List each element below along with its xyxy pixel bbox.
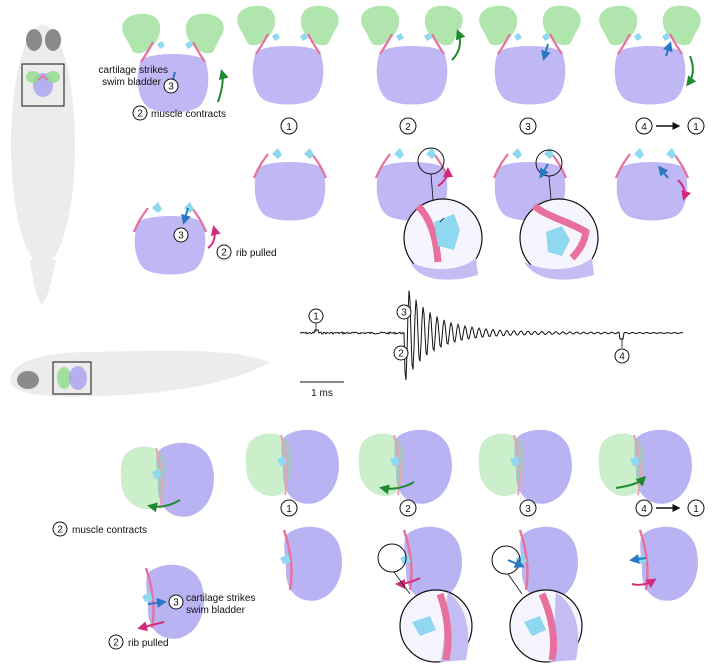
wave-marker-3-text: 3	[401, 308, 407, 319]
latnm4-blue-arrow	[629, 554, 647, 564]
lat4-green-arrow	[615, 475, 647, 489]
latnm4-magenta-arrow	[631, 578, 657, 589]
lateral-frame-2	[357, 428, 453, 505]
step-badge-2	[132, 105, 148, 121]
row2-step-1-repeat-text: 1	[693, 504, 699, 515]
wave-marker-1	[308, 308, 324, 324]
label-cartilage-strikes-1: cartilage strikes	[99, 65, 168, 76]
wave-marker-2-text: 2	[398, 349, 404, 360]
latnm3-blue-arrow	[507, 558, 525, 568]
label-cartilage-strikes-lat-2: swim bladder	[186, 605, 246, 616]
label-cartilage-strikes-2: swim bladder	[102, 77, 162, 88]
row1-step-4-text: 4	[641, 122, 647, 133]
lateral-frame-1	[244, 428, 340, 505]
annot-step-2-text: 2	[221, 248, 227, 259]
lateral-nm-frame-4	[634, 525, 700, 602]
row1-step-3	[519, 117, 537, 135]
lat-step-2-text: 2	[57, 525, 63, 536]
row2-step-4-text: 4	[641, 504, 647, 515]
annot-step-3	[173, 227, 189, 243]
annot-blue-arrow	[181, 207, 191, 225]
dorsal-frame-1	[236, 4, 340, 106]
lateral-nm-frame-2	[398, 525, 464, 602]
step-badge-3-text: 3	[168, 82, 174, 93]
row2-step-1-text: 1	[286, 504, 292, 515]
frame3-blue-arrow	[541, 43, 551, 61]
wave-marker-1-text: 1	[313, 312, 319, 323]
zoom-inset-dorsal-3	[519, 175, 599, 280]
row1-step-2	[399, 117, 417, 135]
row2-step-4	[635, 499, 653, 517]
fish-dorsal-silhouette	[11, 25, 75, 305]
row2-step-1-repeat	[687, 499, 705, 517]
fish-lateral-silhouette	[10, 350, 270, 397]
wave-marker-3	[396, 304, 412, 320]
row1-step-1	[280, 117, 298, 135]
label-muscle-contracts-lateral: muscle contracts	[72, 525, 147, 536]
row1-step-3-text: 3	[525, 122, 531, 133]
dorsal-nm-annotated	[132, 200, 208, 276]
scale-bar-label: 1 ms	[311, 388, 333, 399]
annot-step-2	[216, 244, 232, 260]
lat-zoom-inset-3	[507, 573, 583, 663]
row2-step-2-text: 2	[405, 504, 411, 515]
nm4-blue-arrow	[658, 165, 669, 179]
lat-annot-step-3-text: 3	[173, 598, 179, 609]
dorsal-main-panel	[121, 12, 225, 114]
step-badge-2-text: 2	[137, 109, 143, 120]
dorsal-nm-frame-4	[614, 146, 690, 222]
row1-step-2-text: 2	[405, 122, 411, 133]
lat-zoom-circle-small-2	[377, 543, 407, 573]
row1-step-1-text: 1	[286, 122, 292, 133]
dorsal-frame-2	[360, 4, 464, 106]
row1-step-1-repeat	[687, 117, 705, 135]
lateral-frame-3	[477, 428, 573, 505]
sound-waveform	[299, 290, 684, 381]
lat-annot-step-3	[168, 594, 184, 610]
annot-magenta-arrow	[207, 225, 221, 249]
frame2-green-arrow	[451, 29, 466, 61]
lat-annot-step-2	[108, 634, 124, 650]
wave-marker-2	[393, 345, 409, 361]
nm4-magenta-arrow	[677, 179, 691, 201]
lateral-main-green-arrow	[147, 499, 181, 513]
dorsal-nm-frame-1	[252, 146, 328, 222]
lat-annot-blue-arrow	[147, 597, 167, 608]
label-rib-pulled-top: rib pulled	[236, 248, 277, 259]
step-badge-3	[163, 78, 179, 94]
dorsal-main-green-arrow	[217, 69, 229, 103]
lat-step-2	[52, 521, 68, 537]
row2-step-3-text: 3	[525, 504, 531, 515]
dorsal-frame-4	[598, 4, 702, 106]
row1-step-1-repeat-text: 1	[693, 122, 699, 133]
lat-annot-step-2-text: 2	[113, 638, 119, 649]
row2-step-3	[519, 499, 537, 517]
lateral-nm-frame-1	[278, 525, 344, 602]
wave-marker-4	[614, 348, 630, 364]
wave-marker-4-text: 4	[619, 352, 625, 363]
dorsal-frame-3	[478, 4, 582, 106]
lat-annot-magenta-arrow	[137, 621, 165, 632]
row2-step-2	[399, 499, 417, 517]
nm3-blue-arrow	[539, 163, 549, 179]
latnm2-magenta-arrow	[395, 577, 421, 589]
zoom-inset-dorsal-2	[403, 173, 483, 280]
lat-zoom-inset-2	[393, 571, 473, 663]
row2-step-1	[280, 499, 298, 517]
lat-zoom-circle-small-3	[491, 545, 521, 575]
label-cartilage-strikes-lat-1: cartilage strikes	[186, 593, 255, 604]
lat2-green-arrow	[379, 481, 415, 495]
row1-step-4	[635, 117, 653, 135]
label-rib-pulled-bottom: rib pulled	[128, 638, 169, 649]
nm2-magenta-arrow	[437, 167, 453, 187]
frame4-green-arrow	[686, 55, 697, 87]
lateral-frame-4	[597, 428, 693, 505]
frame4-blue-arrow	[663, 41, 673, 57]
label-muscle-contracts: muscle contracts	[151, 109, 226, 120]
annot-step-3-text: 3	[178, 231, 184, 242]
